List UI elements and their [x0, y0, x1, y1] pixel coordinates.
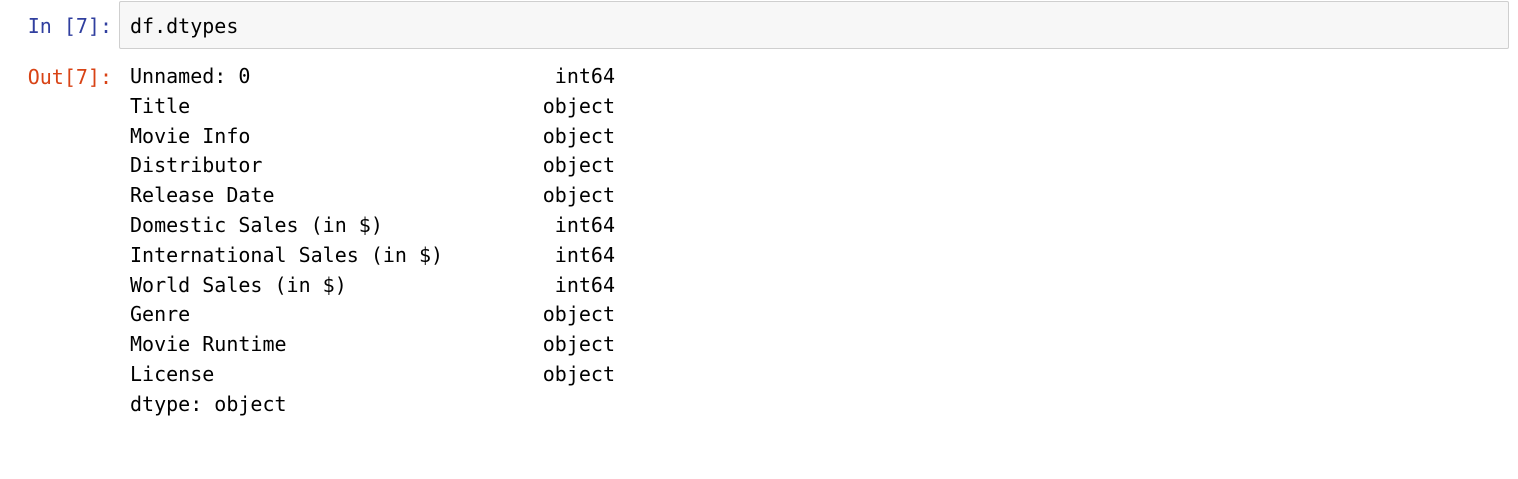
input-prompt: In [7]: [27, 14, 112, 38]
column-dtype: int64 [554, 64, 615, 88]
output-row: Distributor object [130, 151, 615, 181]
output-area: Unnamed: 0 int64 Title object Movie Info… [130, 62, 615, 420]
column-dtype: object [542, 153, 615, 178]
output-row: Title object [130, 92, 615, 122]
column-name: Unnamed: 0 [130, 64, 251, 88]
output-row: Movie Runtime object [130, 330, 615, 360]
output-footer: dtype: object [130, 391, 287, 416]
output-prompt: Out[7]: [27, 65, 112, 89]
column-dtype: object [542, 361, 615, 386]
column-name: Domestic Sales (in $) [130, 212, 383, 237]
column-dtype: int64 [554, 272, 615, 297]
output-row: Unnamed: 0 int64 [130, 62, 615, 92]
column-dtype: object [542, 183, 615, 208]
output-row: Movie Info object [130, 122, 615, 152]
column-dtype: int64 [554, 242, 615, 267]
output-row: International Sales (in $) int64 [130, 241, 615, 271]
column-dtype: object [542, 332, 615, 357]
column-name: License [130, 361, 215, 386]
column-name: Movie Info [130, 123, 251, 148]
code-input-text[interactable]: df.dtypes [130, 14, 239, 38]
column-name: Release Date [130, 183, 275, 208]
column-dtype: object [542, 302, 615, 327]
column-name: Title [130, 93, 191, 118]
output-row: License object [130, 360, 615, 390]
column-dtype: object [542, 93, 615, 118]
output-row: World Sales (in $) int64 [130, 271, 615, 301]
column-dtype: int64 [554, 212, 615, 237]
output-row: Release Date object [130, 181, 615, 211]
column-dtype: object [542, 123, 615, 148]
output-row: Genre object [130, 300, 615, 330]
column-name: Genre [130, 302, 191, 327]
column-name: World Sales (in $) [130, 272, 347, 297]
output-row: Domestic Sales (in $) int64 [130, 211, 615, 241]
column-name: Distributor [130, 153, 263, 178]
code-input-area[interactable]: df.dtypes [119, 1, 1509, 49]
column-name: International Sales (in $) [130, 242, 444, 267]
column-name: Movie Runtime [130, 332, 287, 357]
notebook-cell: In [7]: df.dtypes Out[7]: Unnamed: 0 int… [27, 1, 1509, 420]
